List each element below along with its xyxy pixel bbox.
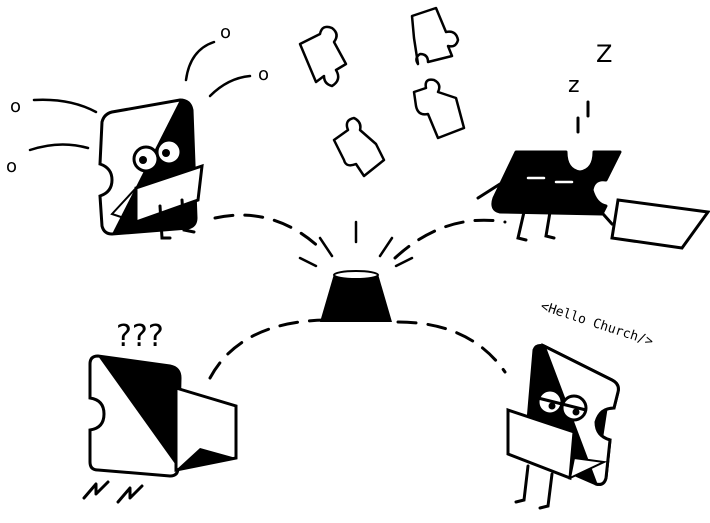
sleep-letter-large: Z bbox=[596, 40, 612, 68]
arc-top-left bbox=[213, 213, 324, 252]
bubble-1: o bbox=[10, 96, 21, 117]
top-left-character: o o o o bbox=[6, 22, 269, 240]
sleep-letter-small: z bbox=[568, 73, 580, 98]
top-right-character: z Z bbox=[476, 40, 710, 250]
floating-puzzle-pieces bbox=[298, 6, 466, 178]
puzzle-piece-icon bbox=[298, 25, 348, 88]
bubble-2: o bbox=[6, 156, 17, 177]
puzzle-piece-icon bbox=[412, 78, 466, 140]
bubble-trails bbox=[28, 40, 252, 152]
bubble-4: o bbox=[258, 64, 269, 85]
speech-text: <Hello Church/> bbox=[539, 299, 655, 350]
confusion-marks: ??? bbox=[116, 319, 164, 354]
arc-top-right bbox=[393, 218, 507, 260]
dashed-connector-arcs bbox=[208, 213, 507, 380]
puzzle-piece-icon bbox=[410, 6, 460, 66]
puzzle-piece-icon bbox=[332, 116, 386, 178]
bubble-3: o bbox=[220, 22, 231, 43]
arc-bottom-left bbox=[208, 318, 327, 380]
lamp-icon bbox=[298, 220, 414, 322]
arc-bottom-right bbox=[396, 320, 507, 374]
bottom-left-character: ??? bbox=[82, 319, 238, 504]
bottom-right-character: <Hello Church/> bbox=[506, 299, 655, 510]
